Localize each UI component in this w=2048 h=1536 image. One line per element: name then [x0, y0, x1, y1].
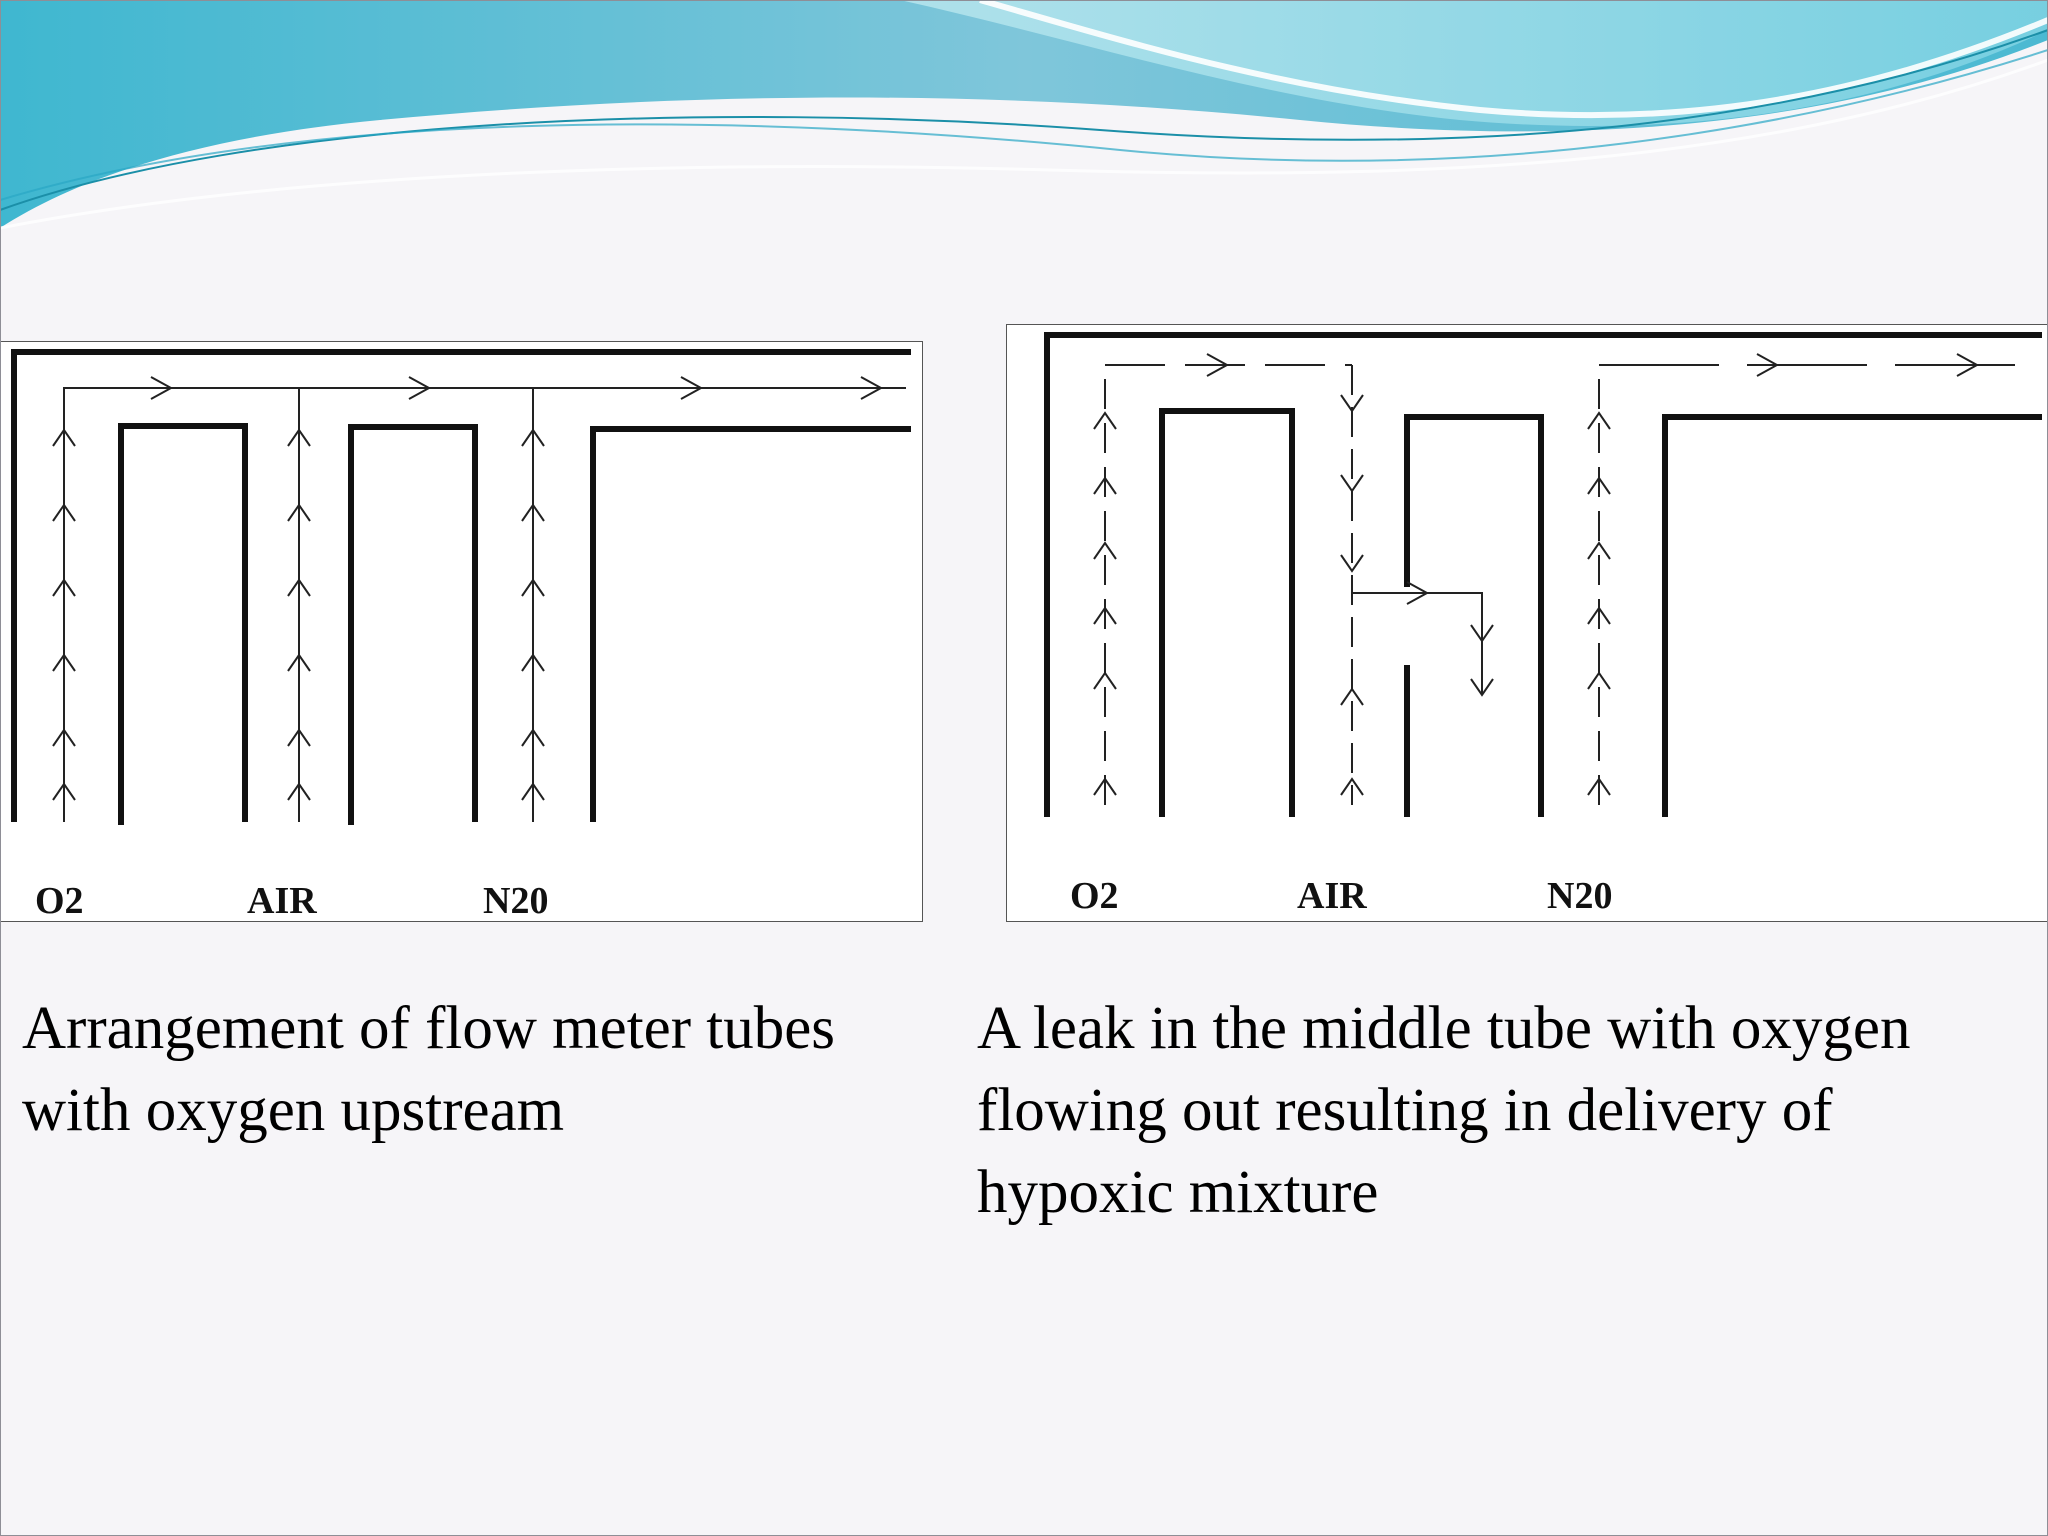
diagram-panel-normal-arrangement: O2 AIR N20: [0, 341, 923, 922]
outlet-wall: [1662, 414, 2042, 817]
label-o2: O2: [1070, 875, 1119, 917]
label-n2o: N20: [483, 880, 549, 922]
tube-divider-air-n2o: [348, 424, 478, 825]
flow-paths-normal: [63, 387, 906, 822]
tube-divider-o2-air: [1159, 408, 1295, 817]
flow-paths-leak: [1104, 364, 2042, 805]
outer-manifold-wall: [1044, 332, 2042, 817]
outer-manifold-wall: [11, 349, 911, 822]
label-o2: O2: [35, 880, 84, 922]
label-n2o: N20: [1547, 875, 1613, 917]
diagram-panel-leak: O2 AIR N20: [1006, 324, 2048, 922]
direction-arrows: [1093, 353, 1980, 796]
label-air: AIR: [247, 880, 317, 922]
label-air: AIR: [1297, 875, 1367, 917]
flowmeter-diagram-leak: [1044, 332, 2042, 817]
header-wave-decoration: [0, 0, 2048, 230]
caption-normal-arrangement: Arrangement of flow meter tubes with oxy…: [22, 995, 836, 1144]
tube-divider-o2-air: [118, 423, 248, 825]
tube-divider-air-n2o-upper: [1404, 414, 1544, 817]
outlet-wall: [590, 426, 911, 822]
upward-flow-arrows: [52, 376, 884, 801]
caption-leak-explanation: A leak in the middle tube with oxygen fl…: [977, 995, 1911, 1226]
flowmeter-diagram-normal: [11, 349, 911, 825]
